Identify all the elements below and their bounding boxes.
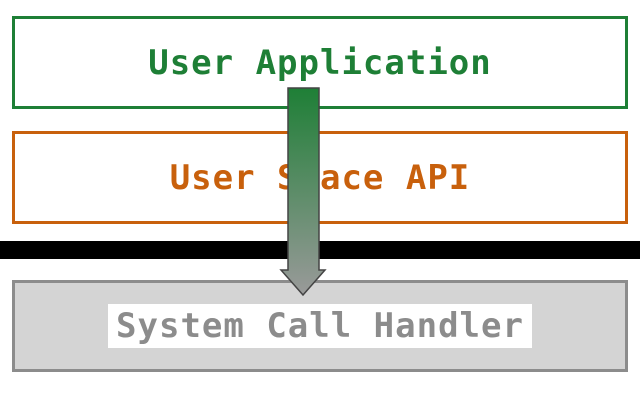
kernel-boundary-line bbox=[0, 241, 640, 259]
down-arrow-icon bbox=[279, 87, 327, 297]
user-application-label: User Application bbox=[148, 42, 492, 83]
system-call-handler-label-box: System Call Handler bbox=[108, 304, 532, 348]
user-application-layer: User Application bbox=[12, 16, 628, 109]
system-call-handler-label: System Call Handler bbox=[116, 306, 524, 346]
system-call-handler-layer: System Call Handler bbox=[12, 280, 628, 372]
